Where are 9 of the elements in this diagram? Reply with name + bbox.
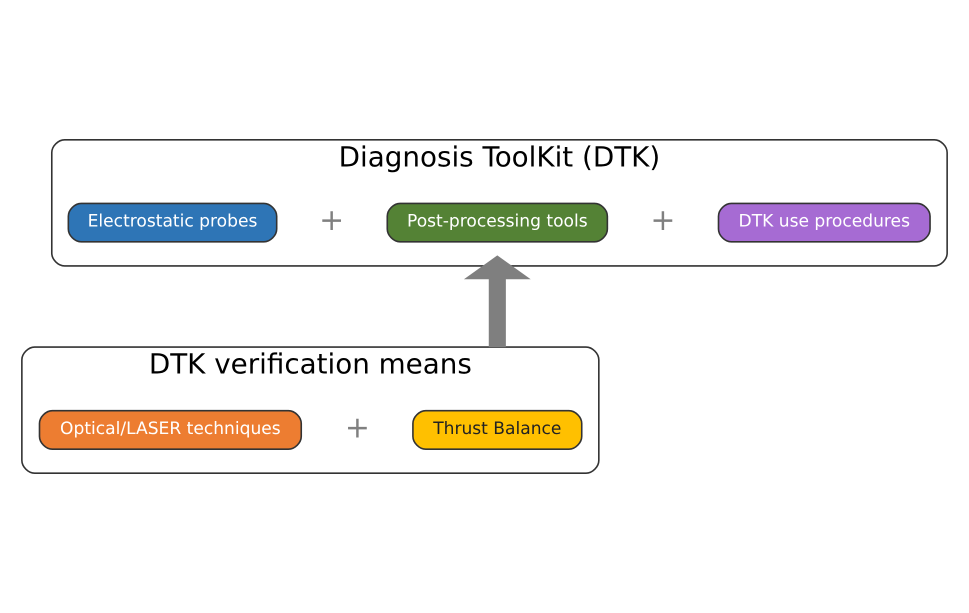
node-box: Electrostatic probes (68, 202, 278, 243)
label: + (650, 203, 676, 238)
node-box: Optical/LASER techniques (38, 410, 302, 450)
label: + (319, 203, 344, 238)
node-box: Post-processing tools (386, 202, 608, 243)
node-box: DTK use procedures (718, 202, 931, 243)
arrow (464, 255, 531, 348)
label: + (344, 410, 370, 446)
node-box: Thrust Balance (412, 410, 583, 450)
